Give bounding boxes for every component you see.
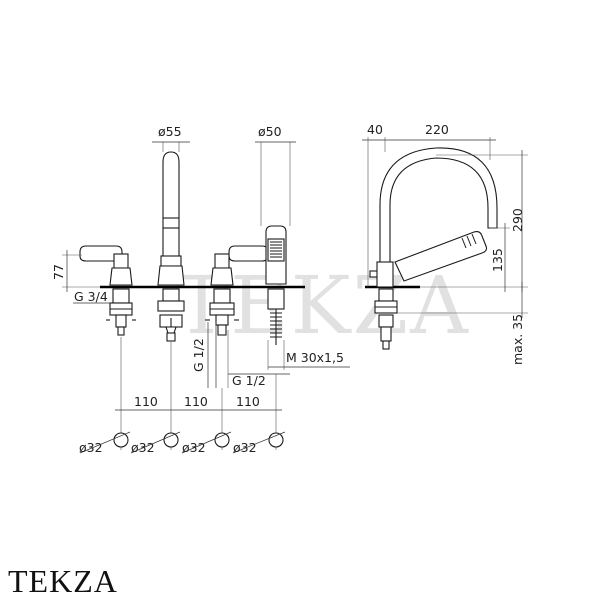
- mounting-holes: [79, 431, 286, 454]
- dim-hole-2: ø32: [131, 440, 155, 455]
- dim-max-35: max. 35: [510, 314, 525, 365]
- dim-thread-g12-horizontal: G 1/2: [232, 373, 266, 388]
- dim-thread-m30: M 30x1,5: [286, 350, 344, 365]
- dim-height-77: 77: [51, 264, 66, 280]
- brand-logo-text: TEKZA: [8, 563, 118, 599]
- spout-front: [157, 151, 185, 342]
- dim-dia-shower: ø50: [258, 124, 282, 139]
- dim-spacing-1: 110: [134, 394, 158, 409]
- dim-hole-4: ø32: [233, 440, 257, 455]
- dim-thread-g34: G 3/4: [74, 289, 108, 304]
- dim-side-220: 220: [425, 122, 449, 137]
- dim-hole-1: ø32: [79, 440, 103, 455]
- left-handle-valve: [79, 245, 136, 336]
- right-handle-valve: [205, 245, 269, 336]
- dim-dia-spout: ø55: [158, 124, 182, 139]
- dim-side-40: 40: [367, 122, 383, 137]
- side-dimension-lines: [362, 137, 528, 318]
- dim-hole-3: ø32: [182, 440, 206, 455]
- hand-shower-front: [265, 225, 287, 345]
- dim-spacing-3: 110: [236, 394, 260, 409]
- dim-height-135: 135: [490, 248, 505, 272]
- spout-side-view: [365, 147, 498, 350]
- dim-spacing-2: 110: [184, 394, 208, 409]
- dim-height-290: 290: [510, 208, 525, 232]
- front-dimension-lines: [62, 141, 350, 450]
- dim-thread-g12-vertical: G 1/2: [191, 338, 206, 372]
